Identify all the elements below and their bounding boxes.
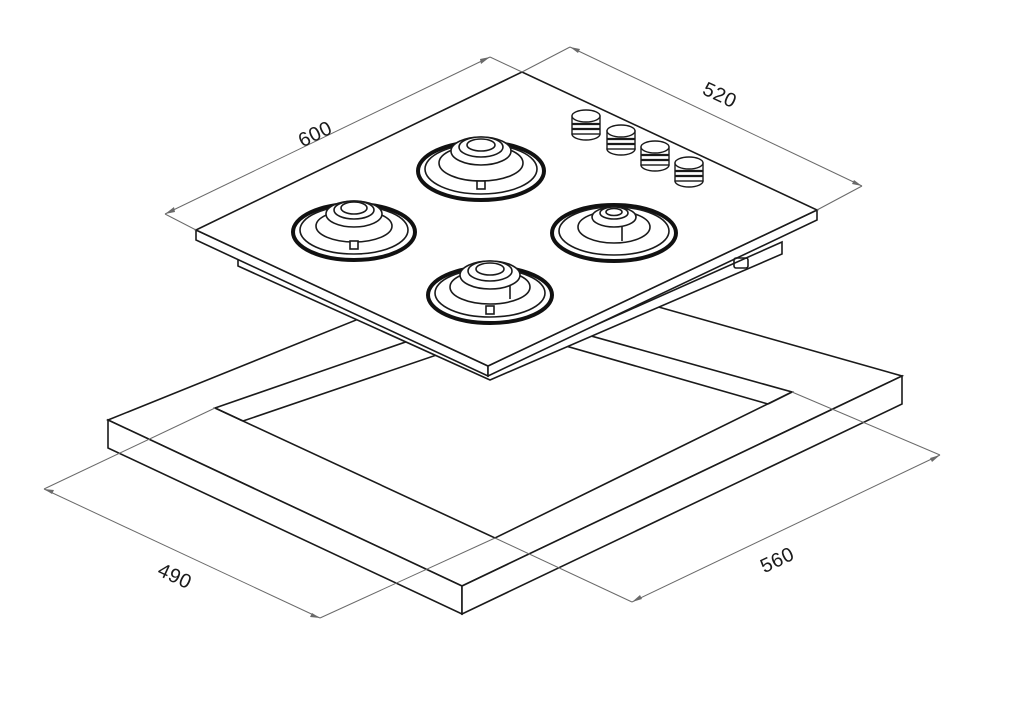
control-knob-2	[606, 124, 636, 156]
burner-right	[550, 203, 678, 263]
dimension-label-600: 600	[295, 117, 336, 152]
dimension-line-490	[43, 407, 496, 619]
countertop-side-face	[461, 374, 903, 616]
dimension-label-490: 490	[154, 559, 195, 594]
hob-bracket	[733, 257, 749, 269]
control-knob-1	[571, 109, 601, 141]
control-knob-4	[674, 156, 704, 188]
burner-left	[291, 200, 417, 262]
dimension-label-560: 560	[757, 543, 798, 578]
dimension-line-560	[494, 391, 941, 603]
countertop	[105, 261, 905, 616]
dimension-label-520: 520	[699, 78, 740, 113]
burner-back	[416, 136, 546, 202]
control-knob-3	[640, 140, 670, 172]
dimension-line-520	[521, 46, 863, 211]
burner-front	[426, 260, 554, 325]
dimension-line-600	[164, 56, 523, 231]
